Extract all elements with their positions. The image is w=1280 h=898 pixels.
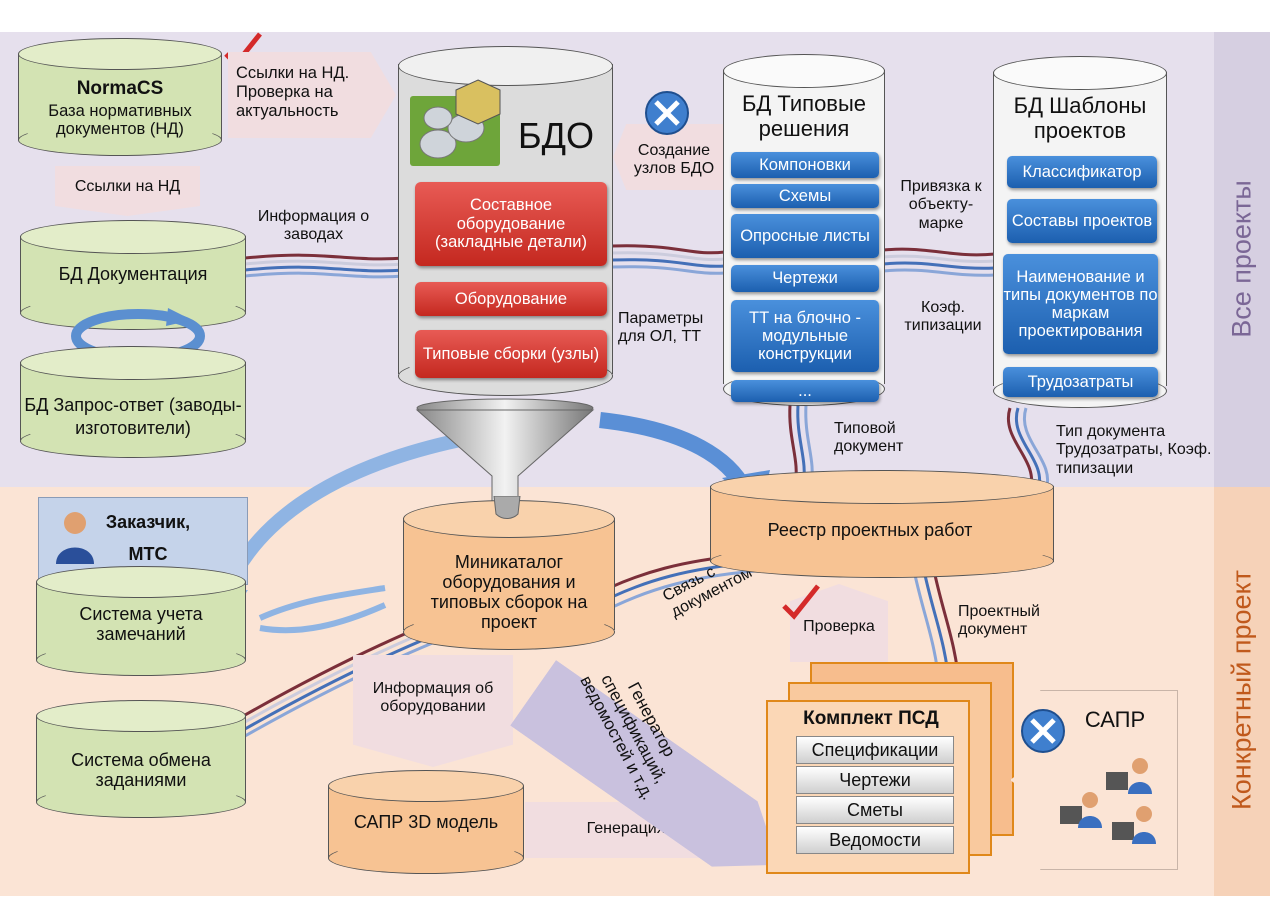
nd-links-callout (55, 166, 200, 216)
minicatalog-cylinder (403, 500, 615, 650)
documentation-db-cylinder (20, 220, 246, 330)
typical-item-more[interactable]: ... (731, 380, 879, 402)
plants-info-label: Информация о заводах (257, 208, 370, 244)
specific-project-sidebar (1214, 487, 1270, 896)
customer-label: Заказчик, МТС (105, 512, 191, 565)
coef-label: Коэф. типизации (904, 299, 982, 335)
nd-links-callout-text: Ссылки на НД (74, 178, 181, 195)
bdo-item-composite[interactable]: Составное оборудование (закладные детали… (415, 182, 607, 266)
specific-project-label: Конкретный проект (1226, 569, 1257, 811)
doc-type-label: Тип документа Трудозатраты, Коэф. типиза… (1056, 423, 1212, 477)
template-item-doc-types[interactable]: Наименование и типы документов по маркам… (1003, 254, 1158, 354)
cad-model-label: САПР 3D модель (353, 812, 499, 832)
typical-item-questionnaires[interactable]: Опросные листы (731, 214, 879, 258)
remarks-system-cylinder (36, 566, 246, 676)
typical-item-schemes[interactable]: Схемы (731, 184, 879, 208)
stream-line (882, 268, 996, 277)
psd-title: Комплект ПСД (803, 708, 939, 729)
bdo-title: БДО (517, 115, 594, 156)
typical-item-drawings[interactable]: Чертежи (731, 265, 879, 292)
typical-solutions-db-title: БД Типовые решения (741, 91, 867, 141)
check-callout-text: Проверка (803, 618, 875, 635)
bind-object-label: Привязка к объекту-марке (900, 178, 982, 232)
template-item-compositions[interactable]: Составы проектов (1007, 199, 1157, 243)
template-item-classifier[interactable]: Классификатор (1007, 156, 1157, 188)
stream-line (882, 247, 996, 257)
create-nodes-callout (613, 124, 723, 190)
psd-item-statements[interactable]: Ведомости (796, 826, 954, 854)
normacs-cylinder (18, 38, 222, 156)
templates-db-title: БД Шаблоны проектов (1013, 93, 1147, 143)
stream-line (882, 261, 996, 270)
tasks-system-label: Система обмена заданиями (71, 750, 211, 791)
request-answer-db-label: БД Запрос-ответ (заводы-изготовители) (24, 395, 242, 438)
tasks-system-cylinder (36, 700, 246, 818)
cad-model-cylinder (328, 770, 524, 874)
registry-label: Реестр проектных работ (767, 520, 973, 540)
remarks-system-label: Система учета замечаний (79, 604, 203, 645)
stream-line (611, 258, 726, 268)
psd-item-drawings[interactable]: Чертежи (796, 766, 954, 794)
minicatalog-label: Миникаталог оборудования и типовых сборо… (430, 552, 588, 633)
funnel-icon (415, 398, 595, 515)
bdo-item-assemblies[interactable]: Типовые сборки (узлы) (415, 330, 607, 378)
documentation-db-label: БД Документация (58, 264, 208, 284)
project-doc-label: Проектный документ (958, 603, 1040, 639)
psd-item-specifications[interactable]: Спецификации (796, 736, 954, 764)
funnel-spout (493, 496, 521, 519)
stream-line (244, 259, 406, 267)
typical-item-block-modules[interactable]: ТТ на блочно - модульные конструкции (731, 300, 879, 372)
registry-cylinder (710, 470, 1054, 578)
bdo-item-equipment[interactable]: Оборудование (415, 282, 607, 316)
params-label: Параметры для ОЛ, ТТ (618, 310, 704, 346)
typical-doc-label: Типовой документ (834, 420, 904, 456)
equipment-info-callout-text: Информация об оборудовании (372, 680, 494, 716)
stream-line (611, 265, 726, 275)
tools-icon (1021, 709, 1065, 753)
stream-line (882, 254, 996, 263)
stream-line (244, 265, 406, 273)
all-projects-label: Все проекты (1226, 180, 1257, 338)
stream-line (611, 251, 726, 261)
stream-line (1022, 407, 1050, 491)
request-answer-db-cylinder (20, 346, 246, 458)
remarks-catalog-link (259, 602, 387, 634)
equipment-info-callout (353, 655, 513, 767)
all-projects-sidebar (1214, 32, 1270, 487)
user-icon (56, 512, 94, 564)
pipes-icon (410, 79, 501, 166)
checkmark-icon (782, 584, 820, 620)
normacs-subtitle: База нормативных документов (НД) (48, 102, 192, 139)
cad-label: САПР (1084, 707, 1146, 732)
tools-icon (645, 91, 689, 135)
stream-line (611, 244, 726, 255)
nd-check-callout-text: Ссылки на НД. Проверка на актуальность (236, 64, 350, 120)
create-nodes-callout-text: Создание узлов БДО (633, 142, 715, 178)
stream-line (244, 271, 406, 279)
stream-line (244, 253, 406, 261)
psd-item-estimates[interactable]: Сметы (796, 796, 954, 824)
template-item-labor[interactable]: Трудозатраты (1003, 367, 1158, 397)
remarks-catalog-link (258, 585, 386, 621)
normacs-title: NormaCS (76, 78, 164, 99)
typical-item-layouts[interactable]: Компоновки (731, 152, 879, 178)
nd-check-callout (228, 52, 396, 138)
team-icon (1060, 758, 1156, 844)
